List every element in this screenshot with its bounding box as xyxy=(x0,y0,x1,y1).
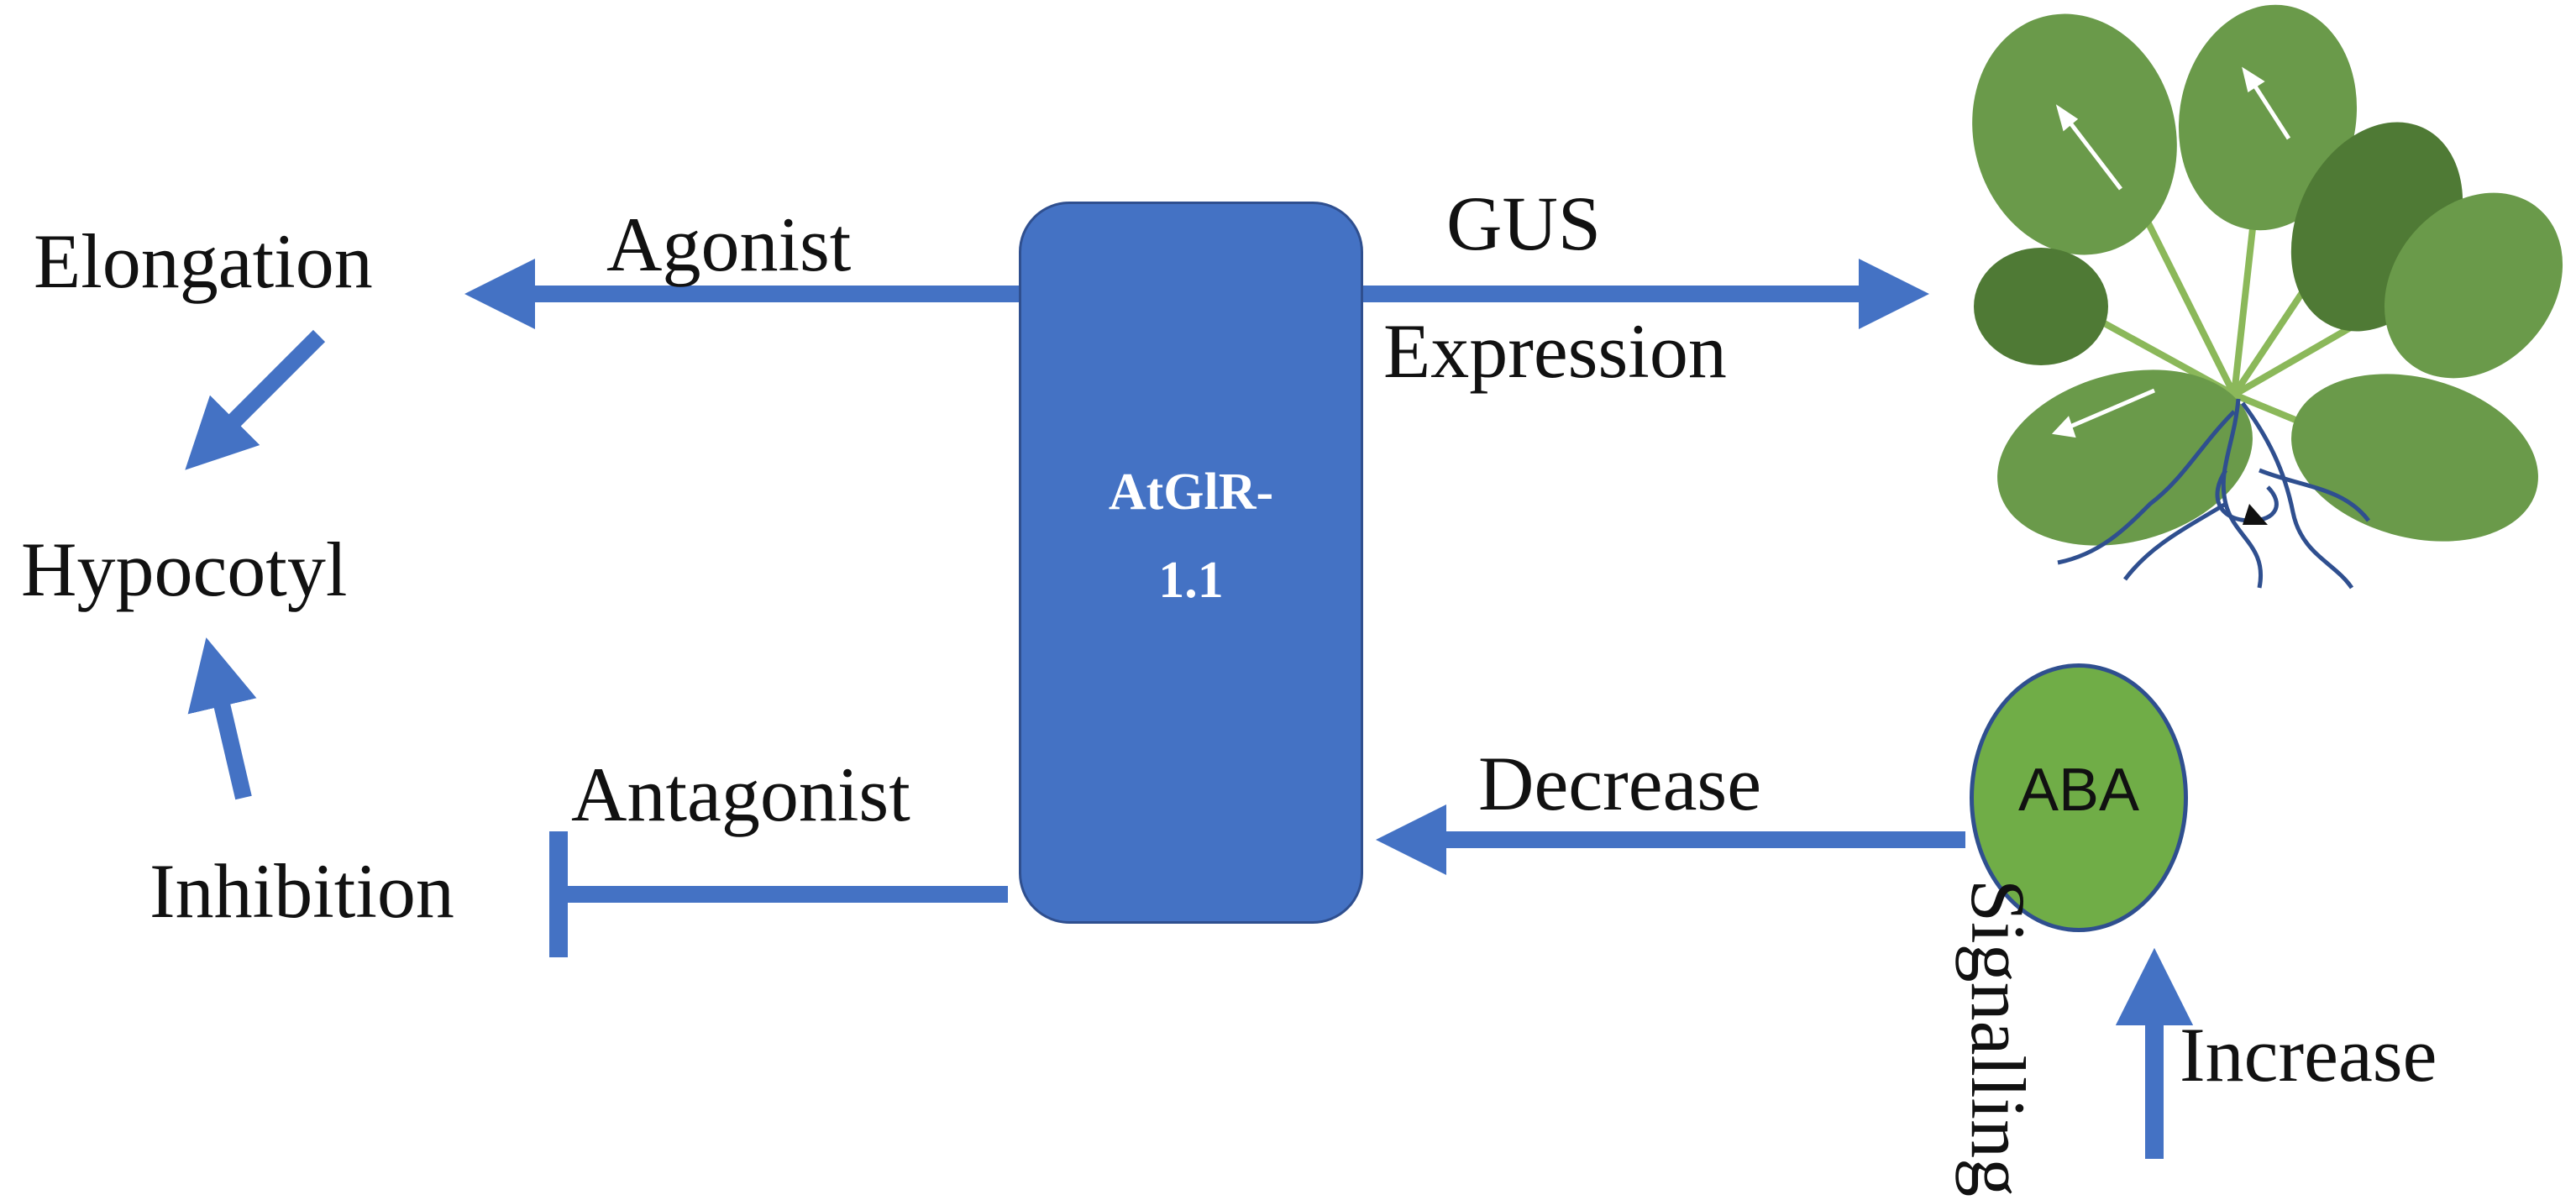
elongation-to-hypocotyl-arrow xyxy=(185,329,326,470)
signalling-label: Signalling xyxy=(1955,878,2042,1197)
inhibition-label: Inhibition xyxy=(150,848,454,934)
plant-illustration xyxy=(1972,4,2563,590)
increase-label: Increase xyxy=(2180,1012,2437,1098)
antagonist-label: Antagonist xyxy=(571,752,910,837)
hypocotyl-label: Hypocotyl xyxy=(21,527,348,612)
inhibition-to-hypocotyl-arrow xyxy=(187,637,257,800)
agonist-label: Agonist xyxy=(606,202,852,287)
expression-label: Expression xyxy=(1383,308,1727,394)
atglr-label-line1: AtGlR- xyxy=(1108,464,1274,521)
aba-node xyxy=(1970,663,2188,932)
atglr-label-line2: 1.1 xyxy=(1158,552,1224,609)
aba-label: ABA xyxy=(2017,757,2140,824)
decrease-label: Decrease xyxy=(1478,741,1762,826)
elongation-label: Elongation xyxy=(34,218,373,304)
atglr-node xyxy=(1019,202,1363,924)
gus-label: GUS xyxy=(1446,181,1602,266)
